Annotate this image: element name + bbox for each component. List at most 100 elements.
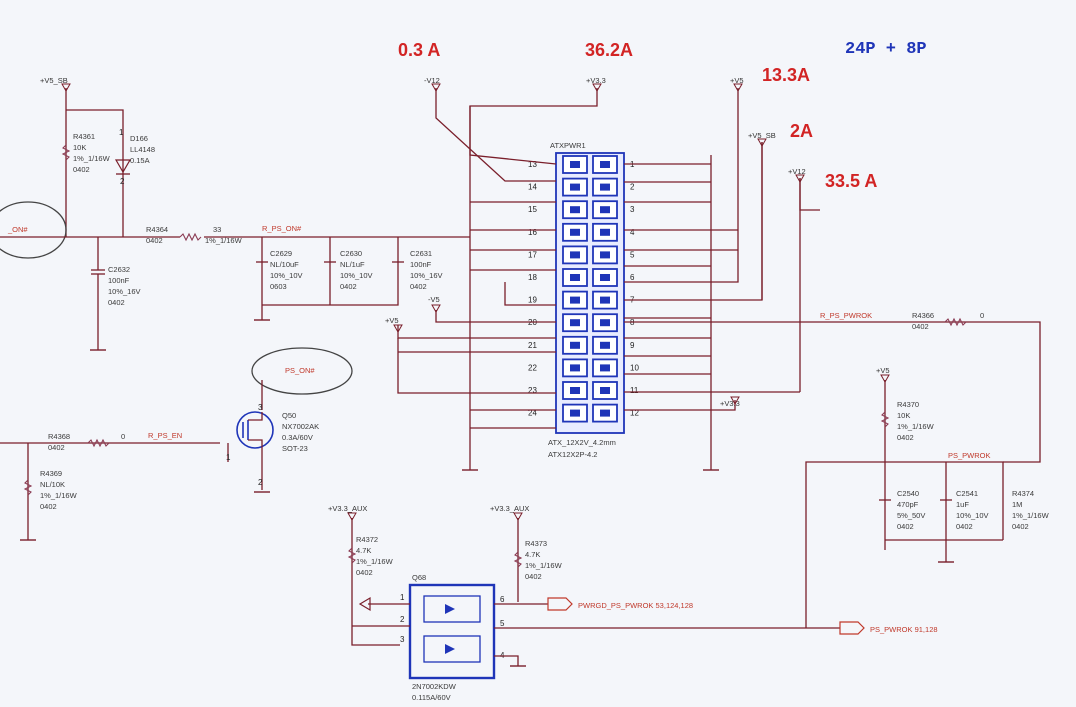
c2541-pkg: 0402 [956,522,973,531]
rail-v5-sb-right: +V5_SB [748,131,776,140]
connector-pin-contact [600,387,610,394]
connector-pin-number-left: 16 [528,228,537,237]
c2631-tol: 10%_16V [410,271,443,280]
connector-refdes: ATXPWR1 [550,141,586,150]
q50-val: NX7002AK [282,422,319,431]
rail-v3-3-top: +V3.3 [586,76,606,85]
connector-pin-number-right: 4 [630,228,635,237]
connector-part: ATX12X2P-4.2 [548,450,597,459]
rail-v5-top: +V5 [730,76,744,85]
schematic-title: 24P + 8P [845,40,927,59]
connector-pin-number-left: 24 [528,409,537,418]
q50-rating: 0.3A/60V [282,433,313,442]
net-r-ps-en: R_PS_EN [148,431,182,440]
rail-v3-3-aux-2: +V3.3_AUX [490,504,529,513]
net-pwrgd-ps-pwrok: PWRGD_PS_PWROK 53,124,128 [578,601,693,610]
c2629-tol: 10%_10V [270,271,303,280]
connector-pin-contact [570,206,580,214]
connector-pin-number-right: 12 [630,409,639,418]
c2632-val: 100nF [108,276,130,285]
c2540-ref: C2540 [897,489,919,498]
c2631-val: 100nF [410,260,432,269]
c2541-val: 1uF [956,500,969,509]
r4366-val: 0 [980,311,984,320]
rail-v5-right: +V5 [876,366,890,375]
q50-pkg: SOT-23 [282,444,308,453]
r4373-ref: R4373 [525,539,547,548]
r4368-pkg: 0402 [48,443,65,452]
connector-pin-number-left: 17 [528,250,537,259]
connector-pin-number-left: 15 [528,205,537,214]
current-label-v3-3: 36.2A [585,40,633,60]
net-ps-on: PS_ON# [285,366,315,375]
current-label-v5sb: 2A [790,121,813,141]
connector-pin-contact [600,228,610,236]
connector-pin-number-right: 9 [630,341,635,350]
r4374-ref: R4374 [1012,489,1034,498]
c2540-tol: 5%_50V [897,511,925,520]
connector-pin-contact [600,161,610,168]
rail-v3-3-aux-1: +V3.3_AUX [328,504,367,513]
c2629-val: NL/10uF [270,260,299,269]
q68-ref: Q68 [412,573,426,582]
r4368-val: 0 [121,432,125,441]
r4373-pkg: 0402 [525,572,542,581]
q50-ref: Q50 [282,411,296,420]
c2631-ref: C2631 [410,249,432,258]
r4361-resistor [61,144,71,161]
rail-neg-v5: -V5 [428,295,440,304]
connector-pin-number-right: 8 [630,318,635,327]
connector-pin-contact [600,183,610,191]
connector-pin-contact [570,409,580,417]
r4361-pkg: 0402 [73,165,90,174]
c2630-pkg: 0402 [340,282,357,291]
connector-pin-number-right: 10 [630,363,639,372]
connector-pin-number-right: 2 [630,183,635,192]
r4364-tol: 1%_1/16W [205,236,243,245]
r4372-tol: 1%_1/16W [356,557,394,566]
connector-pin-contact [570,296,580,304]
r4372-ref: R4372 [356,535,378,544]
d166-pin1: 1 [119,128,124,137]
rail-v12: -V12 [424,76,440,85]
rail-v5-mid: +V5 [385,316,399,325]
r4368-ref: R4368 [48,432,70,441]
connector-pin-contact [570,274,580,281]
r4374-val: 1M [1012,500,1022,509]
c2630-val: NL/1uF [340,260,365,269]
r4374-tol: 1%_1/16W [1012,511,1050,520]
q68-rating: 0.115A/60V [412,693,451,702]
r4374-pkg: 0402 [1012,522,1029,531]
r4370-pkg: 0402 [897,433,914,442]
connector-pin-contact [600,251,610,259]
r4366-ref: R4366 [912,311,934,320]
connector-pin-contact [570,161,580,168]
q50-pin1: 1 [226,453,231,462]
rail-v3-3-right: +V3.3 [720,399,740,408]
r4370-ref: R4370 [897,400,919,409]
net-ps-on-left: _ON# [7,225,28,234]
r4369-tol: 1%_1/16W [40,491,78,500]
connector-pin-number-left: 20 [528,318,537,327]
q68-pin5: 5 [500,619,505,628]
connector-pin-number-left: 22 [528,363,537,372]
r4369-pkg: 0402 [40,502,57,511]
r4373-val: 4.7K [525,550,540,559]
connector-pin-contact [600,409,610,417]
c2541-tol: 10%_10V [956,511,989,520]
d166-val: LL4148 [130,145,155,154]
q50-pin3: 3 [258,403,263,412]
d166-rating: 0.15A [130,156,150,165]
connector-pin-number-right: 5 [630,250,635,259]
q68-pin2: 2 [400,615,405,624]
r4372-pkg: 0402 [356,568,373,577]
connector-pin-contact [600,341,610,349]
q68-dual-mosfet [408,583,496,680]
rail-v5-sb-left: +V5_SB [40,76,68,85]
connector-pin-number-left: 19 [528,296,537,305]
c2632-tol: 10%_16V [108,287,141,296]
r4370-val: 10K [897,411,910,420]
connector-pin-contact [570,319,580,327]
